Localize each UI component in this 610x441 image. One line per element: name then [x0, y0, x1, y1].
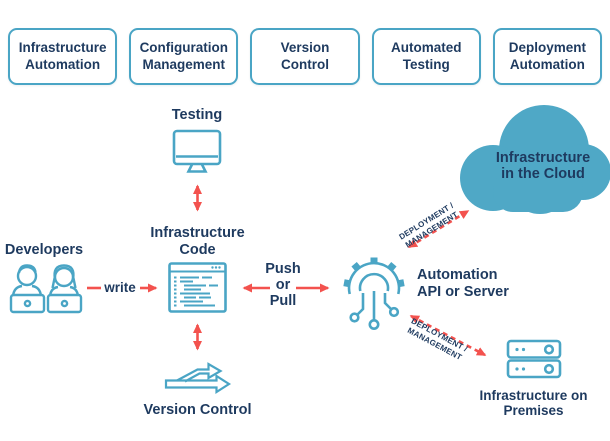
cloud-icon	[460, 105, 610, 214]
branch-icon	[164, 362, 232, 395]
on-premises-label: Infrastructure on Premises	[479, 388, 588, 418]
monitor-icon	[172, 129, 222, 173]
developers-label: Developers	[4, 242, 84, 258]
concept-boxes-row: Infrastructure Automation Configuration …	[8, 28, 603, 85]
write-label: write	[104, 280, 136, 295]
push-or-pull-label: Push or Pull	[265, 261, 301, 309]
developers-icon	[9, 264, 83, 314]
code-file-icon	[168, 262, 227, 313]
box-deployment-automation: Deployment Automation	[492, 28, 603, 85]
box-automated-testing: Automated Testing	[371, 28, 481, 85]
server-icon	[506, 339, 562, 379]
version-control-label: Version Control	[143, 402, 252, 418]
box-infrastructure-automation: Infrastructure Automation	[8, 28, 118, 85]
automation-api-label: Automation API or Server	[417, 267, 509, 300]
automation-gear-icon	[343, 257, 405, 330]
testing-label: Testing	[171, 107, 223, 123]
deploy-cloud-arrow	[407, 209, 470, 249]
cloud-label: Infrastructure in the Cloud	[495, 150, 591, 182]
box-version-control: Version Control	[250, 28, 360, 85]
infrastructure-code-label: Infrastructure Code	[150, 225, 245, 258]
box-configuration-management: Configuration Management	[129, 28, 239, 85]
deploy-premises-arrow	[409, 314, 487, 357]
